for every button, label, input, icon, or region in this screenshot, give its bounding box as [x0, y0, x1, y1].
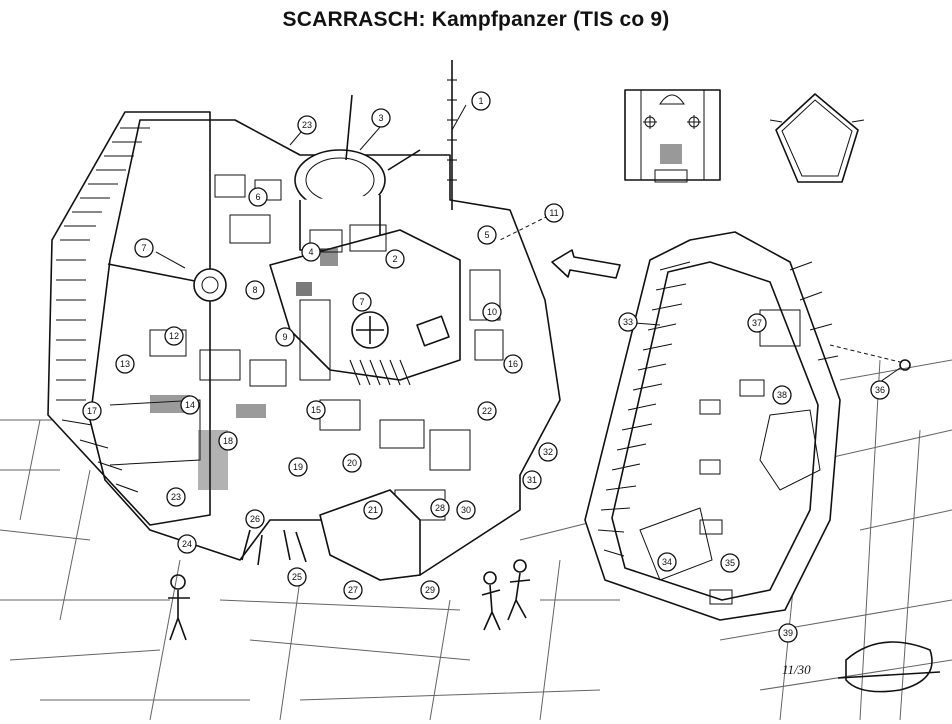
callout-number: 32 [543, 447, 553, 457]
callout-30: 30 [456, 500, 476, 520]
callout-16: 16 [503, 354, 523, 374]
callout-34: 34 [657, 552, 677, 572]
callout-number: 25 [292, 572, 302, 582]
callout-9: 9 [275, 327, 295, 347]
callout-number: 23 [302, 120, 312, 130]
callout-number: 28 [435, 503, 445, 513]
callout-number: 10 [487, 307, 497, 317]
callout-number: 31 [527, 475, 537, 485]
callout-number: 3 [378, 113, 383, 123]
callout-5: 5 [477, 225, 497, 245]
callout-number: 1 [478, 96, 483, 106]
callout-number: 9 [282, 332, 287, 342]
pilot-figures [168, 559, 531, 641]
callout-number: 21 [368, 505, 378, 515]
top-view-schematic [624, 89, 721, 183]
callout-27: 27 [343, 580, 363, 600]
small-vehicle-sketch [837, 641, 941, 693]
callout-number: 24 [182, 539, 192, 549]
callout-number: 12 [169, 331, 179, 341]
callout-number: 23 [171, 492, 181, 502]
callout-number: 30 [461, 505, 471, 515]
callout-26: 26 [245, 509, 265, 529]
callout-number: 36 [875, 385, 885, 395]
callout-21: 21 [363, 500, 383, 520]
callout-1: 1 [471, 91, 491, 111]
callout-37: 37 [747, 313, 767, 333]
callout-number: 13 [120, 359, 130, 369]
callout-25: 25 [287, 567, 307, 587]
callout-number: 35 [725, 558, 735, 568]
callout-10: 10 [482, 302, 502, 322]
callout-4: 4 [301, 242, 321, 262]
callout-number: 14 [185, 400, 195, 410]
callout-18: 18 [218, 431, 238, 451]
callout-number: 39 [783, 628, 793, 638]
callout-number: 19 [293, 462, 303, 472]
callout-36: 36 [870, 380, 890, 400]
callout-22: 22 [477, 401, 497, 421]
callout-24: 24 [177, 534, 197, 554]
callout-15: 15 [306, 400, 326, 420]
callout-39: 39 [778, 623, 798, 643]
page-title: SCARRASCH: Kampfpanzer (TIS co 9) [282, 8, 670, 31]
callout-11: 11 [544, 203, 564, 223]
callout-19: 19 [288, 457, 308, 477]
callout-number: 20 [347, 458, 357, 468]
callout-number: 27 [348, 585, 358, 595]
callout-33: 33 [618, 312, 638, 332]
callout-32: 32 [538, 442, 558, 462]
callout-number: 8 [252, 285, 257, 295]
callout-29: 29 [420, 580, 440, 600]
callout-number: 15 [311, 405, 321, 415]
callout-31: 31 [522, 470, 542, 490]
callout-number: 11 [549, 208, 558, 218]
direction-arrow [551, 249, 621, 279]
callout-number: 38 [777, 390, 787, 400]
callout-number: 17 [87, 406, 97, 416]
callout-8: 8 [245, 280, 265, 300]
callout-number: 7 [359, 297, 364, 307]
callout-12: 12 [164, 326, 184, 346]
callout-number: 34 [662, 557, 672, 567]
front-profile-schematic [769, 93, 865, 183]
callout-6: 6 [248, 187, 268, 207]
callout-23-top: 23 [297, 115, 317, 135]
callout-20: 20 [342, 453, 362, 473]
leader-lines [155, 104, 901, 383]
callout-markers: 1 2 3 4 5 6 7 7 8 9 10 11 12 13 14 15 16… [82, 91, 890, 643]
tank-body [47, 60, 561, 581]
callout-13: 13 [115, 354, 135, 374]
callout-17: 17 [82, 401, 102, 421]
callout-number: 6 [255, 192, 260, 202]
callout-3: 3 [371, 108, 391, 128]
callout-2: 2 [385, 249, 405, 269]
artist-signature: 11/30 [782, 662, 811, 677]
callout-35: 35 [720, 553, 740, 573]
callout-number: 18 [223, 436, 233, 446]
floor-grid [0, 359, 952, 721]
callout-14: 14 [180, 395, 200, 415]
callout-number: 37 [752, 318, 762, 328]
callout-number: 26 [250, 514, 260, 524]
callout-38: 38 [772, 385, 792, 405]
callout-number: 7 [141, 243, 146, 253]
callout-number: 5 [484, 230, 489, 240]
callout-number: 16 [508, 359, 518, 369]
callout-number: 2 [392, 254, 397, 264]
callout-number: 29 [425, 585, 435, 595]
callout-7-center: 7 [352, 292, 372, 312]
detached-side-panel-drawing [584, 231, 911, 621]
callout-23-bottom: 23 [166, 487, 186, 507]
callout-number: 33 [623, 317, 633, 327]
callout-number: 4 [308, 247, 313, 257]
callout-7-left: 7 [134, 238, 154, 258]
callout-28: 28 [430, 498, 450, 518]
callout-number: 22 [482, 406, 492, 416]
